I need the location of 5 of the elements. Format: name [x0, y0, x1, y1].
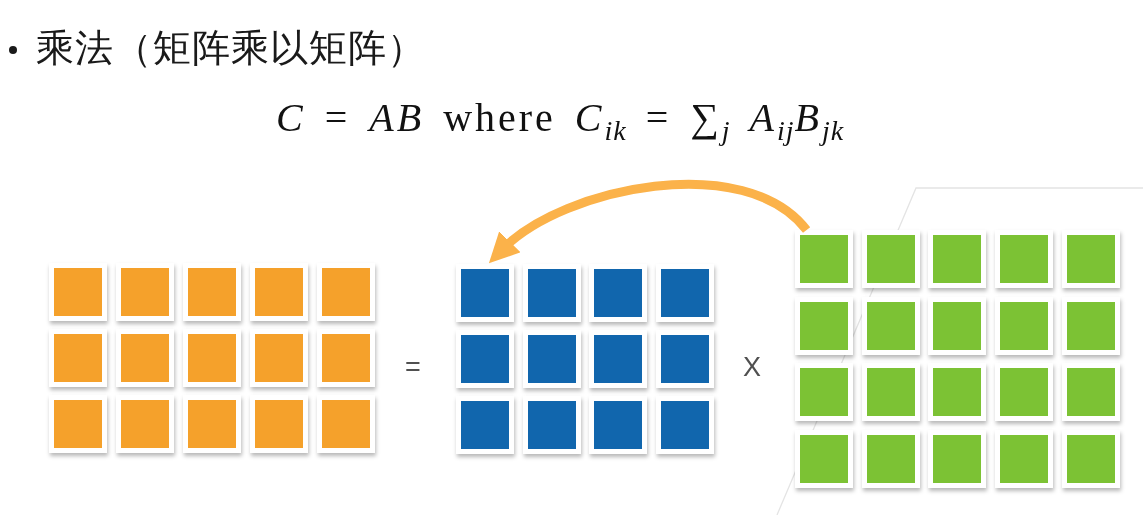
curved-arrow [487, 179, 810, 262]
multiplication-sign: X [743, 352, 761, 384]
formula: C = AB where C$_{ik}$ = ∑$_{j}$ A$_{ij}$B$_{jk}$ [276, 95, 845, 148]
equals-sign: = [405, 352, 421, 384]
slide-title: 乘法（矩阵乘以矩阵） [36, 27, 426, 71]
